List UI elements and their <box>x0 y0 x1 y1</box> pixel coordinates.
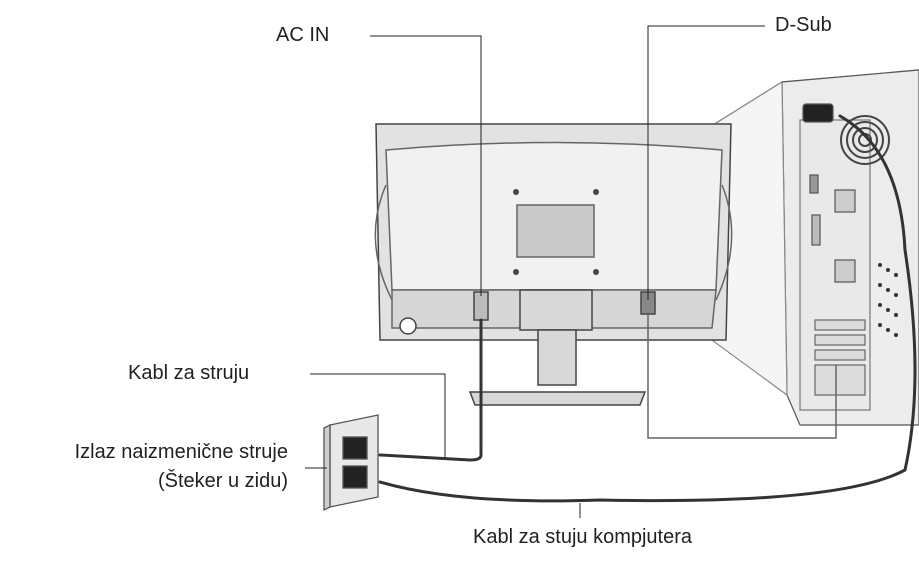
pc-tower <box>704 69 919 426</box>
monitor-back <box>374 123 733 341</box>
outlet-label-line2: (Šteker u zidu) <box>157 470 288 492</box>
leader-lines <box>305 25 765 518</box>
pc-power-cable-label: Kabl za stuju kompjutera <box>473 526 693 548</box>
outlet-label-line1: Izlaz naizmenične struje <box>74 441 288 463</box>
vent-holes <box>878 263 898 337</box>
wall-outlet <box>323 414 379 512</box>
d-sub-label: D-Sub <box>775 14 832 36</box>
ac-in-label: AC IN <box>276 24 330 46</box>
power-cable-label: Kabl za struju <box>128 362 250 384</box>
cables <box>378 114 917 503</box>
monitor-stand <box>468 289 647 406</box>
